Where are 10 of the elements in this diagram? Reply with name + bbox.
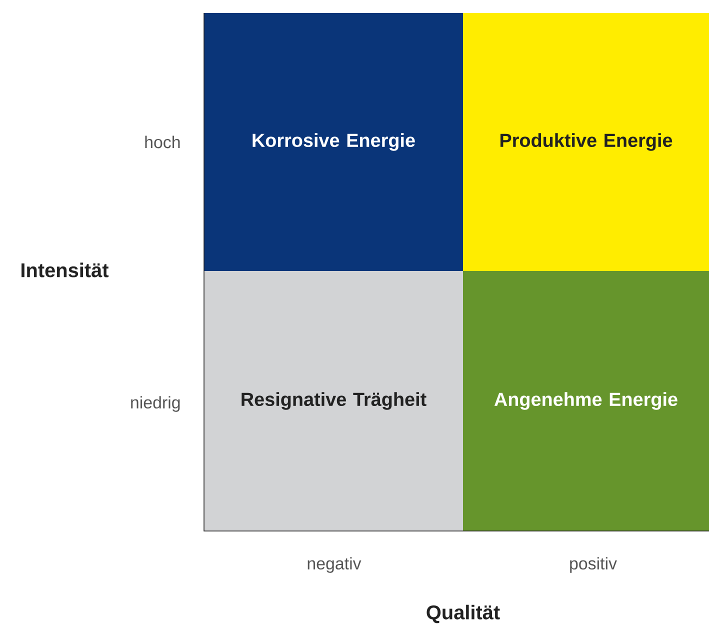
axis-label: positiv — [570, 557, 617, 573]
quadrant-box: Resignative Trägheit — [204, 271, 463, 531]
axis-title: Intensität — [22, 262, 109, 278]
axis-label: niedrig — [131, 396, 180, 412]
axis-title: Qualität — [426, 604, 500, 624]
axis-label: negativ — [308, 557, 362, 573]
axis-label: hoch — [145, 136, 180, 148]
quadrant-box: Produktive Energie — [463, 13, 709, 271]
quadrant-box: Korrosive Energie — [204, 13, 463, 271]
quadrant-box: Angenehme Energie — [463, 271, 709, 531]
